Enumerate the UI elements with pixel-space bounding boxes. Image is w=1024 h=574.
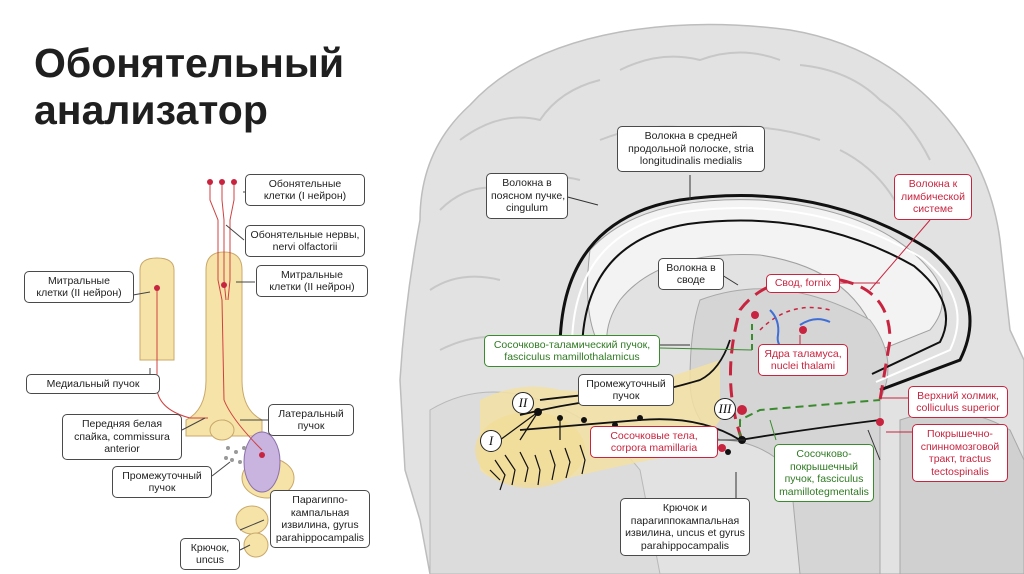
label-text: покрышечный [789, 460, 859, 473]
label-anterior-commissure: Передняя белая спайка, commissura anteri… [62, 414, 182, 460]
label-text: Митральные [48, 274, 110, 287]
label-text: клетки (I нейрон) [263, 190, 347, 202]
label-mamillothalamic-tract: Сосочково-таламический пучок, fasciculus… [484, 335, 660, 367]
label-text: Медиальный пучок [46, 377, 140, 390]
label-text: Передняя белая [81, 418, 163, 431]
label-text: Верхний холмик, [917, 389, 999, 402]
neuron-marker-first: I [480, 430, 502, 452]
label-text: поясном пучке, [491, 189, 566, 202]
label-text: спайка, commissura [74, 430, 170, 443]
label-uncus-and-gyrus: Крючок и парагиппокампальная извилина, u… [620, 498, 750, 556]
label-text: Крючок, [190, 541, 230, 554]
label-text: parahippocampalis [275, 531, 365, 544]
label-text: Митральные [281, 268, 343, 281]
title-line-1: Обонятельный [34, 40, 345, 86]
label-text: Обонятельные нервы, [250, 228, 360, 241]
label-text: Парагиппо- [292, 494, 348, 506]
label-text: Сосочковые тела, [610, 429, 698, 442]
label-text: Сосочково-таламический пучок, [493, 338, 651, 351]
label-text: corpora mamillaria [610, 442, 698, 454]
label-mamillary-bodies: Сосочковые тела, corpora mamillaria [590, 426, 718, 458]
label-text: nuclei thalami [770, 360, 836, 372]
label-cingulum: Волокна в поясном пучке, cingulum [486, 173, 568, 219]
page-title: Обонятельный анализатор [34, 40, 344, 134]
label-text: пучок [148, 482, 176, 494]
label-text: пучок [297, 420, 325, 432]
label-text: Волокна к [908, 178, 958, 191]
label-text: Волокна в средней [644, 130, 738, 143]
label-text: anterior [104, 443, 140, 456]
label-text: Волокна в [666, 261, 716, 274]
label-fornix-fibers: Волокна в своде [658, 258, 724, 290]
label-text: тракт, tractus [928, 453, 992, 465]
label-text: Латеральный [278, 407, 344, 420]
label-text: Свод, fornix [774, 277, 832, 290]
olfactory-schematic [132, 179, 295, 558]
label-text: parahippocampalis [640, 539, 730, 552]
label-colliculus-superior: Верхний холмик, colliculus superior [908, 386, 1008, 418]
label-text: Обонятельные [268, 177, 342, 190]
label-uncus: Крючок, uncus [180, 538, 240, 570]
label-text: клетки (II нейрон) [269, 281, 355, 293]
label-text: fasciculus mamillothalamicus [504, 351, 640, 363]
brain-section [399, 23, 1024, 574]
label-intermediate-tract-left: Промежуточный пучок [112, 466, 212, 498]
label-olfactory-nerves: Обонятельные нервы, nervi olfactorii [245, 225, 365, 257]
label-text: Ядра таламуса, [764, 347, 842, 360]
label-text: Сосочково- [796, 448, 852, 460]
label-olfactory-cells: Обонятельные клетки (I нейрон) [245, 174, 365, 206]
label-text: пучок [612, 390, 640, 402]
title-line-2: анализатор [34, 87, 268, 133]
label-text: лимбической [901, 190, 965, 203]
label-text: Волокна в [502, 177, 552, 190]
label-text: парагиппокампальная [630, 514, 740, 527]
label-tectospinal-tract: Покрышечно- спинномозговой тракт, tractu… [912, 424, 1008, 482]
label-text: longitudinalis medialis [639, 155, 743, 168]
label-intermediate-tract-brain: Промежуточный пучок [578, 374, 674, 406]
label-text: клетки (II нейрон) [36, 287, 122, 299]
label-text: извилина, uncus et gyrus [625, 527, 745, 539]
label-limbic-fibers: Волокна к лимбической системе [894, 174, 972, 220]
label-text: продольной полоске, stria [628, 142, 754, 155]
label-text: mamillotegmentalis [779, 485, 869, 498]
label-thalamic-nuclei: Ядра таламуса, nuclei thalami [758, 344, 848, 376]
label-text: nervi olfactorii [272, 241, 338, 253]
label-text: colliculus superior [916, 402, 1000, 414]
label-mamillotegmental-tract: Сосочково- покрышечный пучок, fasciculus… [774, 444, 874, 502]
label-text: спинномозговой [920, 440, 1000, 453]
label-parahippocampal-gyrus: Парагиппо- кампальная извилина, gyrus pa… [270, 490, 370, 548]
label-text: uncus [195, 554, 225, 566]
label-text: извилина, gyrus [281, 519, 359, 531]
label-text: Промежуточный [586, 377, 666, 390]
label-mitral-cells-left: Митральные клетки (II нейрон) [24, 271, 134, 303]
label-fornix: Свод, fornix [766, 274, 840, 293]
label-text: tectospinalis [931, 465, 989, 478]
neuron-marker-second: II [512, 392, 534, 414]
label-text: Крючок и [662, 502, 708, 514]
label-text: Покрышечно- [927, 428, 993, 440]
neuron-marker-third: III [714, 398, 736, 420]
label-text: системе [913, 203, 953, 216]
label-text: своде [676, 274, 706, 286]
label-text: Промежуточный [122, 469, 202, 482]
label-lateral-tract: Латеральный пучок [268, 404, 354, 436]
label-text: cingulum [505, 202, 549, 215]
label-medial-tract: Медиальный пучок [26, 374, 160, 394]
label-mitral-cells-right: Митральные клетки (II нейрон) [256, 265, 368, 297]
label-text: кампальная [290, 506, 350, 519]
label-text: пучок, fasciculus [784, 473, 864, 485]
label-stria-longitudinalis: Волокна в средней продольной полоске, st… [617, 126, 765, 172]
